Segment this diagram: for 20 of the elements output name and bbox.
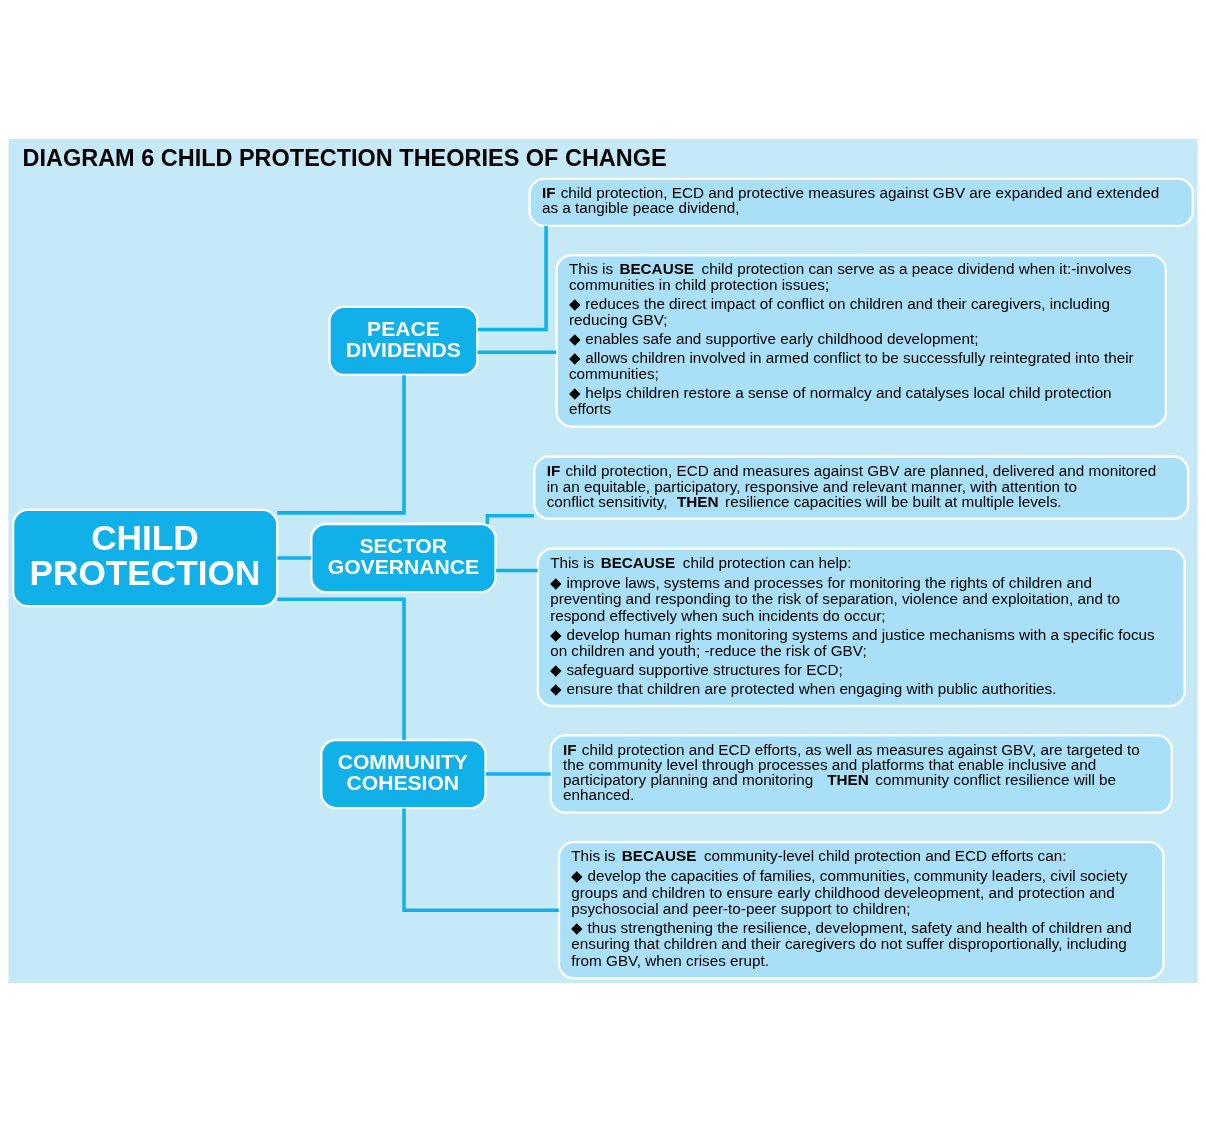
connector: [277, 375, 406, 515]
node-box: This is BECAUSE child protection can help: ◆ improve laws, systems and processes for monitoring the rights of children and preventing and responding to the risk of separation, violence and exploitation, and to respond effectively when such incidents do occur; ◆ develop human rights monitoring systems and justice mechanisms with a specific focus on children and youth; -reduce the risk of GBV; ◆ safeguard supportive structures for ECD; ◆ ensure that children are protected when engaging with public authorities.: [536, 547, 1186, 708]
node-box: IF child protection, ECD and measures against GBV are planned, delivered and monitored in an equitable, participatory, responsive and relevant manner, with attention to conflict sensitivity, THEN resilience capacities will be built at multiple levels.: [533, 455, 1190, 520]
node-box: PEACE DIVIDENDS: [328, 305, 479, 377]
connector: [277, 556, 312, 560]
connector: [485, 514, 534, 524]
connector: [496, 568, 538, 573]
connector: [477, 226, 548, 332]
node-box: This is BECAUSE child protection can serve as a peace dividend when it:-involves communities in child protection issues; ◆ reduces the direct impact of conflict on children and their caregivers, including reducing GBV; ◆ enables safe and supportive early childhood development; ◆ allows children involved in armed conflict to be successfully reintegrated into their communities; ◆ helps children restore a sense of normalcy and catalyses local child protection efforts: [555, 254, 1168, 428]
node-box: SECTOR GOVERNANCE: [310, 522, 497, 594]
node-box: IF child protection and ECD efforts, as well as measures against GBV, are targeted to the community level through processes and platforms that enable inclusive and participatory planning and monitoring THEN community conflict resilience will be enhanced.: [549, 734, 1173, 814]
diagram-title: DIAGRAM 6 CHILD PROTECTION THEORIES OF CHANGE: [22, 145, 667, 171]
connector: [277, 597, 406, 740]
node-box: This is BECAUSE community-level child protection and ECD efforts can: ◆ develop the capacities of families, communities, community leaders, civil society groups and children to ensure early childhood develeopment, and protection and psychosocial and peer-to-peer support to children; ◆ thus strengthening the resilience, development, safety and health of children and ensuring that children and their caregivers do not suffer disproportionally, including from GBV, when crises erupt.: [557, 840, 1165, 980]
connector: [402, 808, 559, 912]
node-box: COMMUNITY COHESION: [320, 738, 487, 810]
node-box: IF child protection, ECD and protective measures against GBV are expanded and extended as a tangible peace dividend,: [528, 177, 1195, 228]
connector: [485, 772, 551, 776]
node-box: CHILD PROTECTION: [11, 508, 279, 608]
connector: [477, 350, 557, 354]
